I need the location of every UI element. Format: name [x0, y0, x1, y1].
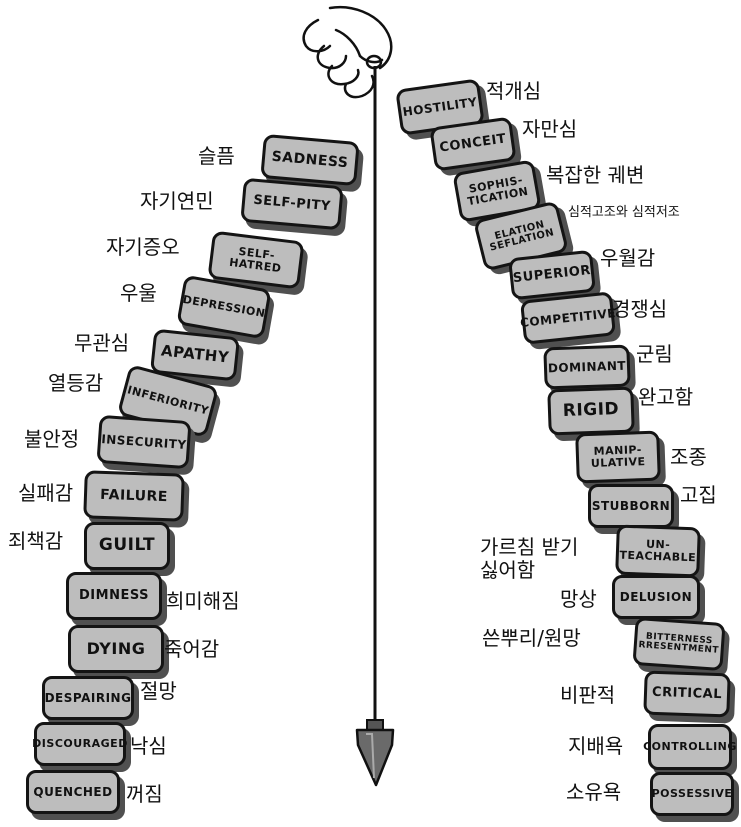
right-korean-label: 복잡한 궤변 — [546, 164, 644, 187]
right-korean-label: 자만심 — [522, 118, 577, 141]
left-korean-label: 꺼짐 — [126, 783, 163, 806]
right-korean-label: 조종 — [670, 446, 707, 469]
right-korean-label: 우월감 — [600, 247, 655, 270]
left-korean-label: 희미해짐 — [166, 590, 240, 613]
right-korean-label: 쓴뿌리/원망 — [482, 627, 581, 650]
left-korean-label: 죄책감 — [8, 530, 63, 553]
plumb-bob-icon — [357, 720, 393, 785]
left-stone-block: FAILURE — [83, 470, 185, 521]
left-stone-block: QUENCHED — [26, 770, 120, 814]
left-korean-label: 불안정 — [24, 428, 79, 451]
right-stone-block: BITTERNESS RRESENTMENT — [632, 617, 725, 671]
left-korean-label: 실패감 — [18, 482, 73, 505]
right-stone-block: SUPERIOR — [508, 250, 596, 301]
right-korean-label: 비판적 — [560, 684, 615, 707]
right-stone-block: STUBBORN — [588, 484, 674, 528]
right-korean-label: 완고함 — [638, 386, 693, 409]
left-korean-label: 죽어감 — [164, 638, 219, 661]
left-korean-label: 우울 — [120, 282, 157, 305]
left-korean-label: 절망 — [140, 680, 177, 703]
right-stone-block: POSSESSIVE — [650, 772, 734, 816]
right-korean-label: 소유욕 — [566, 781, 621, 804]
left-korean-label: 열등감 — [48, 372, 103, 395]
right-korean-label: 심적고조와 심적저조 — [568, 206, 680, 221]
right-stone-block: UN- TEACHABLE — [615, 525, 701, 578]
right-korean-label: 적개심 — [486, 80, 541, 103]
right-stone-block: MANIP- ULATIVE — [575, 431, 661, 484]
left-korean-label: 자기연민 — [140, 190, 214, 213]
left-stone-block: GUILT — [84, 522, 170, 570]
left-stone-block: DIMNESS — [66, 572, 162, 620]
right-stone-block: DOMINANT — [543, 345, 630, 390]
right-stone-block: CRITICAL — [643, 671, 730, 718]
right-korean-label: 망상 — [560, 588, 597, 611]
left-korean-label: 낙심 — [130, 735, 167, 758]
right-stone-block: CONTROLLING — [648, 724, 732, 770]
right-stone-block: DELUSION — [612, 575, 700, 619]
right-korean-label: 군림 — [636, 343, 673, 366]
hand-icon — [304, 7, 392, 97]
left-stone-block: DYING — [68, 625, 164, 673]
right-korean-label: 가르침 받기 싫어함 — [480, 536, 578, 582]
right-stone-block: RIGID — [547, 387, 635, 436]
right-korean-label: 고집 — [680, 484, 717, 507]
left-stone-block: INSECURITY — [96, 415, 191, 469]
right-korean-label: 경쟁심 — [612, 298, 667, 321]
left-korean-label: 무관심 — [74, 332, 129, 355]
left-stone-block: SELF-PITY — [240, 178, 343, 231]
left-stone-block: DESPAIRING — [42, 676, 134, 720]
right-korean-label: 지배욕 — [568, 735, 623, 758]
left-korean-label: 슬픔 — [198, 145, 235, 168]
left-korean-label: 자기증오 — [106, 236, 180, 259]
left-stone-block: SADNESS — [260, 134, 359, 186]
left-stone-block: DISCOURAGED — [34, 722, 126, 766]
